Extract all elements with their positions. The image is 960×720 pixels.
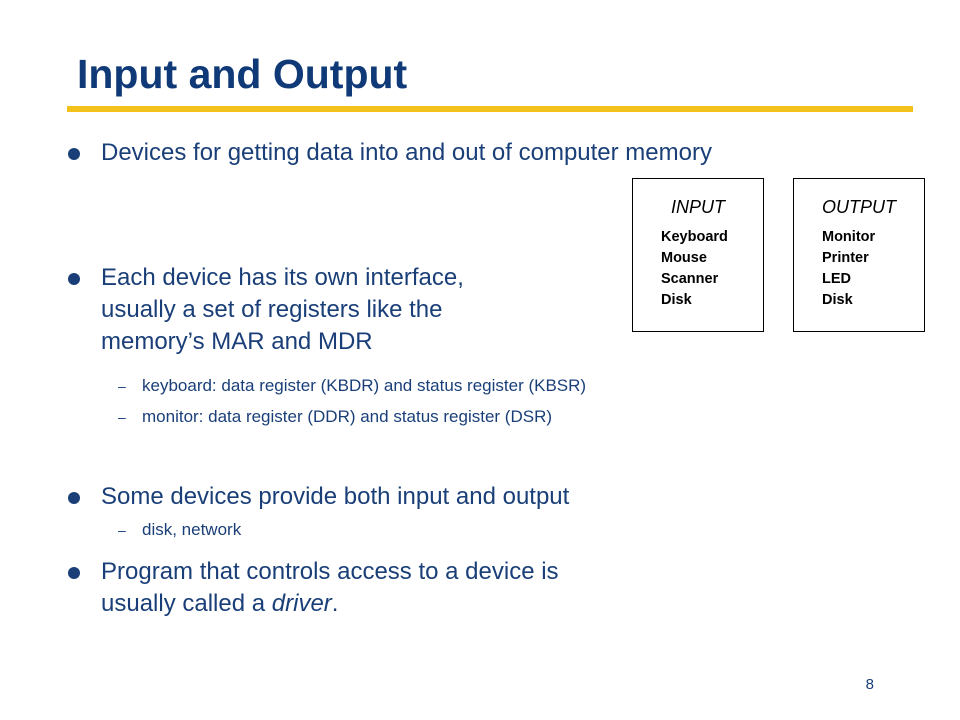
list-item: LED xyxy=(822,271,851,287)
bullet-text: Devices for getting data into and out of… xyxy=(101,139,712,166)
list-item: Disk xyxy=(661,292,692,308)
bullet-dot-icon xyxy=(68,567,80,579)
bullet-text: Program that controls access to a device… xyxy=(101,556,559,620)
bullet-both-io: Some devices provide both input and outp… xyxy=(68,481,569,513)
dash-marker: – xyxy=(118,378,126,394)
bullet-line: usually a set of registers like the xyxy=(101,296,443,323)
list-item: Monitor xyxy=(822,229,876,245)
bullet-line-suffix: . xyxy=(331,590,339,617)
sub-bullet-text: monitor: data register (DDR) and status … xyxy=(142,407,553,426)
dash-marker: – xyxy=(118,409,126,425)
bullet-line: Each device has its own interface, xyxy=(101,264,464,291)
list-item: Scanner xyxy=(661,271,719,287)
list-item: Disk xyxy=(822,292,853,308)
bullet-line: Program that controls access to a device… xyxy=(101,558,559,585)
list-item: Mouse xyxy=(661,250,707,266)
bullet-text: Each device has its own interface, usual… xyxy=(101,262,464,358)
list-item: Printer xyxy=(822,250,869,266)
sub-bullet-text: keyboard: data register (KBDR) and statu… xyxy=(142,376,587,395)
bullet-text: Some devices provide both input and outp… xyxy=(101,483,570,510)
output-devices-box: OUTPUT Monitor Printer LED Disk xyxy=(793,178,925,332)
bullet-dot-icon xyxy=(68,492,80,504)
slide-title: Input and Output xyxy=(77,51,408,97)
input-box-heading: INPUT xyxy=(671,197,725,217)
sub-bullet-disk-network: – disk, network xyxy=(118,518,241,542)
input-device-list: Keyboard Mouse Scanner Disk xyxy=(661,227,728,311)
bullet-interface: Each device has its own interface, usual… xyxy=(68,262,464,358)
sub-bullet-keyboard: – keyboard: data register (KBDR) and sta… xyxy=(118,374,586,398)
driver-term: driver xyxy=(271,590,332,617)
page-number: 8 xyxy=(865,676,874,693)
output-box-heading: OUTPUT xyxy=(822,197,896,217)
bullet-line-prefix: usually called a xyxy=(101,590,272,617)
dash-marker: – xyxy=(118,522,126,538)
bullet-devices: Devices for getting data into and out of… xyxy=(68,137,712,169)
sub-bullet-monitor: – monitor: data register (DDR) and statu… xyxy=(118,405,552,429)
sub-bullet-text: disk, network xyxy=(142,520,242,539)
list-item: Keyboard xyxy=(661,229,728,245)
bullet-driver: Program that controls access to a device… xyxy=(68,556,559,620)
bullet-dot-icon xyxy=(68,148,80,160)
bullet-line: memory’s MAR and MDR xyxy=(101,328,373,355)
bullet-dot-icon xyxy=(68,273,80,285)
input-devices-box: INPUT Keyboard Mouse Scanner Disk xyxy=(632,178,764,332)
output-device-list: Monitor Printer LED Disk xyxy=(822,227,875,311)
title-underline xyxy=(67,106,913,112)
